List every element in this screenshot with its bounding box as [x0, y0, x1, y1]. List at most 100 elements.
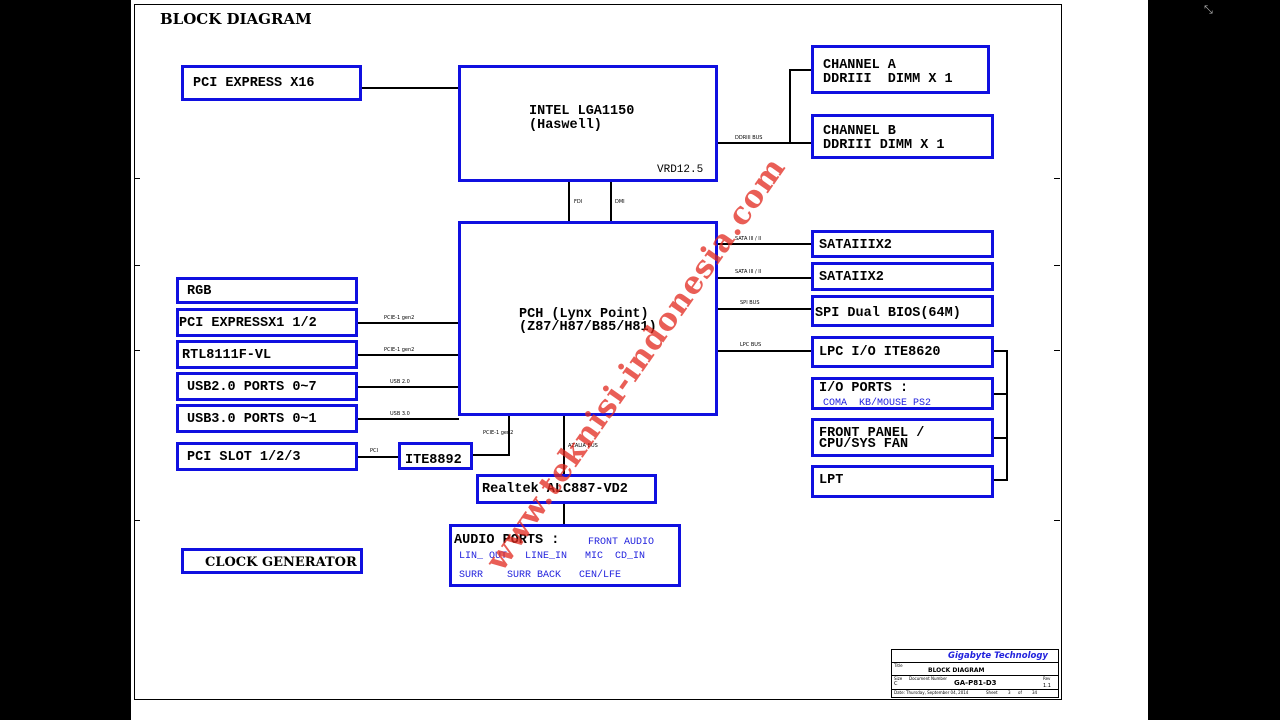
date-value: Thursday, September 04, 2014: [906, 690, 969, 695]
usb2-label: USB2.0 PORTS 0~7: [187, 380, 317, 395]
audio-line-2: SURR SURR BACK CEN/LFE: [459, 570, 622, 581]
azalia-link: [563, 414, 565, 475]
usb3-block: USB3.0 PORTS 0~1: [176, 404, 358, 433]
dmi-link: [610, 180, 612, 223]
pcie-x16-link: [361, 87, 459, 89]
frame-tick: [134, 178, 140, 179]
frame-tick: [1054, 350, 1060, 351]
bus-label-pcie3: PCIE-1 gen2: [483, 430, 514, 436]
frame-tick: [1054, 265, 1060, 266]
rev-value: 1.1: [1043, 683, 1051, 689]
lpc-link: [716, 350, 813, 352]
ite8892-block: ITE8892: [398, 442, 473, 470]
bus-label-spi: SPI BUS: [740, 300, 760, 306]
title-block: Gigabyte Technology Title BLOCK DIAGRAM …: [891, 649, 1059, 698]
drawing-frame: [134, 4, 1062, 700]
realtek-block: Realtek ALC887-VD2: [476, 474, 657, 504]
pch-label-1: PCH (Lynx Point): [519, 307, 649, 322]
lpc-bus-tap: [992, 350, 1008, 352]
sata2-link: [716, 277, 813, 279]
io-ports-sublabel: COMA KB/MOUSE PS2: [823, 398, 932, 409]
io-ports-label: I/O PORTS :: [819, 381, 909, 396]
vrd-label: VRD12.5: [657, 164, 704, 176]
clock-generator-label: CLOCK GENERATOR: [205, 555, 357, 570]
io-ports-block: I/O PORTS : COMA KB/MOUSE PS2: [811, 377, 994, 410]
size-row-divider: [892, 675, 1058, 676]
spi-bios-label: SPI Dual BIOS(64M): [815, 306, 961, 321]
rev-label: Rev: [1043, 676, 1051, 681]
size-label: Size: [894, 676, 903, 681]
spi-link: [716, 308, 813, 310]
rtl8111-block: RTL8111F-VL: [176, 340, 358, 369]
pcie-x16-label: PCI EXPRESS X16: [193, 76, 315, 91]
audio-link: [563, 502, 565, 526]
pci-slot-block: PCI SLOT 1/2/3: [176, 442, 358, 471]
audio-ports-label: AUDIO PORTS :: [454, 533, 560, 548]
sata3-label: SATAIIIX2: [819, 238, 892, 253]
cpu-label-2: (Haswell): [529, 118, 602, 133]
lpc-bus-trunk: [1006, 350, 1008, 481]
docnum-label: Document Number: [909, 676, 948, 681]
usb3-label: USB3.0 PORTS 0~1: [187, 412, 317, 427]
pci-link: [356, 456, 399, 458]
title-label: Title: [894, 663, 903, 668]
pcie-x1-block: PCI EXPRESSX1 1/2: [176, 308, 358, 337]
bus-label-lpc: LPC BUS: [740, 342, 762, 348]
usb2-block: USB2.0 PORTS 0~7: [176, 372, 358, 401]
lpc-io-label: LPC I/O ITE8620: [819, 345, 941, 360]
docnum-value: GA-P81-D3: [954, 679, 997, 687]
lpc-io-block: LPC I/O ITE8620: [811, 336, 994, 368]
lpt-label: LPT: [819, 473, 844, 488]
pch-label-2: (Z87/H87/B85/H81): [519, 320, 657, 335]
front-panel-label-1: FRONT PANEL /: [819, 426, 925, 441]
ddr-bus-line: [716, 142, 791, 144]
cpu-label-1: INTEL LGA1150: [529, 104, 635, 119]
front-panel-link: [992, 437, 1008, 439]
io-ports-link: [992, 393, 1008, 395]
bus-label-usb2: USB 2.0: [390, 379, 410, 385]
ddr-ch-b-link: [789, 142, 812, 144]
frame-tick: [134, 350, 140, 351]
rtl8111-label: RTL8111F-VL: [182, 348, 272, 363]
pcie-ite-link: [471, 454, 510, 456]
cpu-block: INTEL LGA1150 (Haswell) VRD12.5: [458, 65, 718, 182]
audio-line-1: LIN_ OUT LINE_IN MIC CD_IN: [459, 551, 646, 562]
front-panel-label-2: CPU/SYS FAN: [819, 437, 909, 452]
bus-label-pci: PCI: [370, 448, 378, 454]
date-row-divider: [892, 689, 1058, 690]
pci-slot-label: PCI SLOT 1/2/3: [187, 450, 301, 465]
clock-generator-block: CLOCK GENERATOR: [181, 548, 363, 574]
audio-ports-block: AUDIO PORTS : FRONT AUDIO LIN_ OUT LINE_…: [449, 524, 681, 587]
channel-a-block: CHANNEL A DDRIII DIMM X 1: [811, 45, 990, 94]
bus-label-ddr: DDRIII BUS: [735, 135, 763, 141]
spi-bios-block: SPI Dual BIOS(64M): [811, 295, 994, 327]
sata2-block: SATAIIX2: [811, 262, 994, 291]
channel-b-label: CHANNEL B: [823, 124, 896, 139]
front-panel-block: FRONT PANEL / CPU/SYS FAN: [811, 418, 994, 457]
rgb-label: RGB: [187, 284, 212, 299]
fdi-link: [568, 180, 570, 223]
ddr-ch-a-link: [789, 69, 812, 71]
of-label: of: [1018, 690, 1022, 695]
ite8892-label: ITE8892: [405, 453, 462, 468]
fullscreen-collapse-icon[interactable]: ⤡: [1204, 3, 1213, 16]
channel-a-label: CHANNEL A: [823, 58, 896, 73]
bus-label-pcie1: PCIE-1 gen2: [384, 315, 415, 321]
bus-label-dmi: DMI: [615, 199, 625, 205]
bus-label-sata2: SATA III / II: [735, 269, 762, 275]
channel-a-dimm: DDRIII DIMM X 1: [823, 72, 953, 87]
sheet-label: Sheet: [986, 690, 998, 695]
frame-tick: [134, 520, 140, 521]
frame-tick: [134, 265, 140, 266]
sata3-link: [716, 243, 813, 245]
lpt-link: [992, 479, 1008, 481]
pch-block: PCH (Lynx Point) (Z87/H87/B85/H81): [458, 221, 718, 416]
sheet-title: BLOCK DIAGRAM: [928, 667, 985, 674]
frame-tick: [1054, 178, 1060, 179]
usb2-link: [356, 386, 459, 388]
bus-label-fdi: FDI: [574, 199, 583, 205]
company-name: Gigabyte Technology: [948, 651, 1048, 661]
channel-b-block: CHANNEL B DDRIII DIMM X 1: [811, 114, 994, 159]
sata3-block: SATAIIIX2: [811, 230, 994, 258]
pcie-x1-link: [356, 322, 459, 324]
